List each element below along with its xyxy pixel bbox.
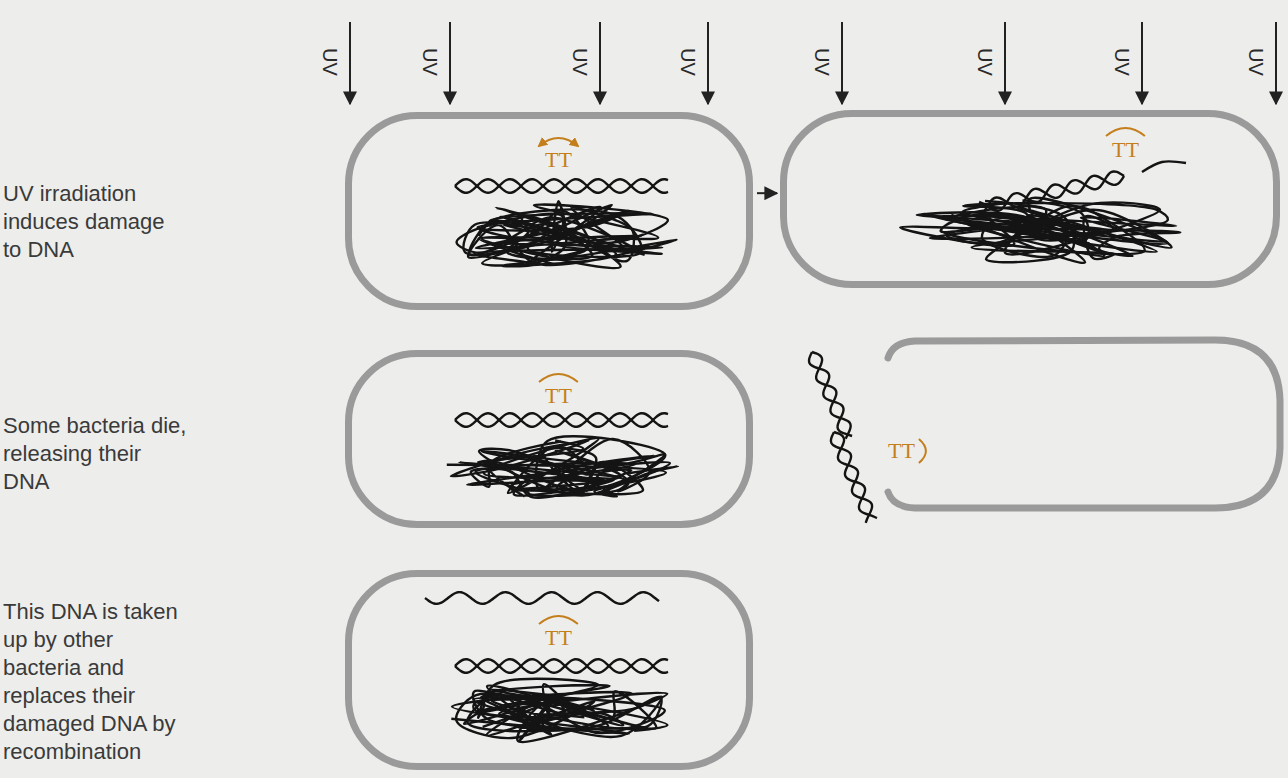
dna-tangle: [457, 201, 677, 268]
uv-arrow: [707, 22, 709, 104]
uv-arrow: [1275, 22, 1277, 104]
dimer-bond: [539, 374, 578, 382]
helix-strand: [831, 432, 877, 518]
helix-strand: [455, 413, 668, 427]
dna-helix: [455, 179, 668, 193]
uv-label: UV: [570, 48, 590, 76]
step-arrow: [757, 192, 777, 194]
dimer-bond: [539, 616, 578, 624]
uv-label: UV: [1246, 48, 1266, 76]
uv-arrow: [599, 22, 601, 104]
released-dna: [809, 352, 852, 439]
dna-tangle: [900, 198, 1180, 263]
dead-cell-wall: [888, 340, 1280, 508]
dna-strand: [464, 679, 665, 737]
helix-strand: [809, 352, 852, 436]
bacterium-cell: TT: [345, 570, 753, 770]
bacterium-cell: TT: [345, 350, 753, 528]
uv-label: UV: [420, 48, 440, 76]
bacterium-cell: TT: [780, 110, 1280, 288]
uv-induced-bond-arrow: [539, 138, 578, 146]
uv-arrow: [841, 22, 843, 104]
broken-strand: [1142, 161, 1186, 172]
dna-strand: [923, 200, 1180, 263]
dna-tangle: [451, 679, 667, 742]
dimer-bond: [919, 439, 926, 463]
helix-strand: [834, 432, 872, 523]
dimer-bond: [1106, 128, 1145, 136]
dna-helix: [455, 413, 668, 427]
helix-strand: [455, 179, 668, 193]
dna-helix: [979, 171, 1124, 214]
step-caption: Some bacteria die, releasing their DNA: [3, 412, 188, 496]
uv-arrow: [349, 22, 351, 104]
helix-strand: [979, 176, 1124, 211]
dna-strand: [463, 205, 667, 268]
uv-arrow: [1141, 22, 1143, 104]
uv-arrow: [1004, 22, 1006, 104]
helix-strand: [455, 659, 668, 673]
uv-arrow: [449, 22, 451, 104]
dimer-label: TT: [545, 627, 572, 649]
uv-label: UV: [320, 48, 340, 76]
uv-label: UV: [812, 48, 832, 76]
uv-label: UV: [1112, 48, 1132, 76]
donor-strand: [425, 592, 659, 604]
step-caption: This DNA is taken up by other bacteria a…: [3, 598, 193, 766]
step-caption: UV irradiation induces damage to DNA: [3, 180, 188, 264]
dna-strand: [471, 436, 666, 497]
dimer-label: TT: [545, 385, 572, 407]
dimer-label: TT: [1112, 139, 1139, 161]
dna-helix: [455, 659, 668, 673]
uv-label: UV: [975, 48, 995, 76]
bacterium-cell: TT: [345, 112, 753, 310]
dimer-label: TT: [888, 440, 915, 462]
released-dna: [831, 432, 877, 523]
helix-strand: [455, 659, 668, 673]
uv-label: UV: [678, 48, 698, 76]
helix-strand: [812, 352, 851, 439]
dimer-label: TT: [545, 149, 572, 171]
helix-strand: [455, 179, 668, 193]
helix-strand: [455, 413, 668, 427]
dna-tangle: [447, 436, 678, 497]
